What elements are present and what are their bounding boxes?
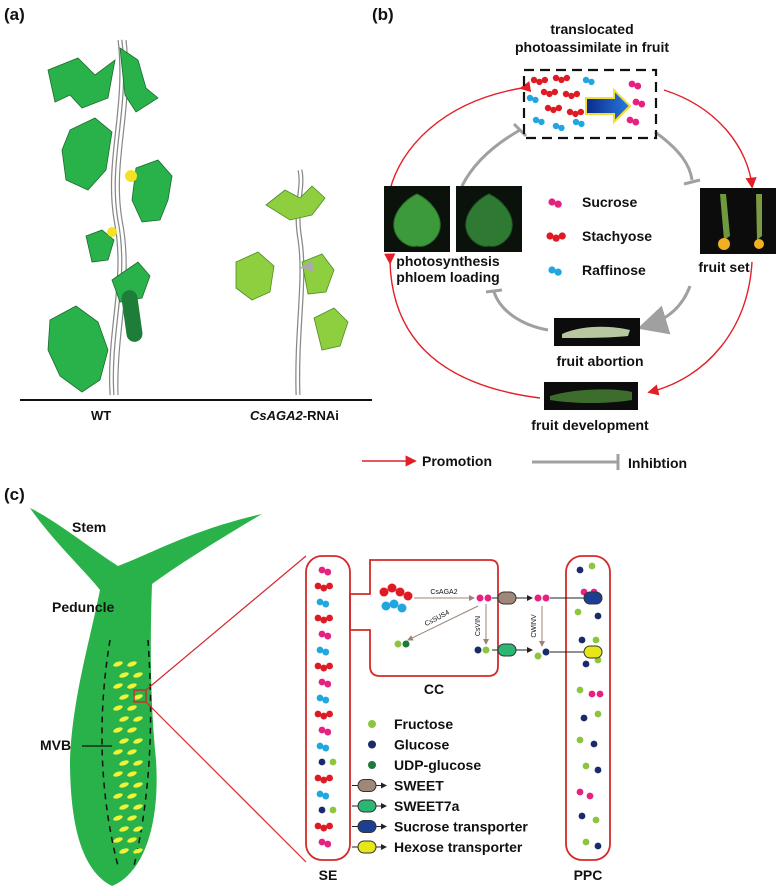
legend-label: Sucrose [582, 194, 637, 210]
inhibition-arrow-fruitset-abortion [637, 285, 692, 335]
legend-label: Raffinose [582, 262, 646, 278]
csaga2-label: CsAGA2 [430, 589, 457, 596]
rnai-suffix-label: -RNAi [303, 408, 339, 423]
legend-item-udp-glucose: UDP-glucose [368, 757, 481, 773]
rnai-gene-label: CsAGA2 [250, 408, 304, 423]
promotion-arrow-top-left [389, 81, 532, 191]
translocated-title-line1: translocated [550, 21, 633, 37]
cc-sugars [379, 583, 413, 613]
ppc-cell [565, 555, 611, 861]
hexose-transporter [583, 645, 603, 659]
inhibition-key-label: Inhibtion [628, 455, 687, 471]
sucrose-transporter [583, 591, 603, 605]
legend-label: Glucose [394, 737, 449, 753]
legend-label: UDP-glucose [394, 757, 481, 773]
sweet7a-transporter [497, 643, 517, 657]
inhibition-arrow-abortion-loading [492, 291, 549, 332]
fruit-set-label: fruit set [698, 259, 750, 275]
legend-item-sucrose: Sucrose [548, 194, 637, 210]
inhibition-arrow-top-left [460, 128, 521, 187]
peduncle-label: Peduncle [52, 599, 114, 615]
wt-plant [47, 39, 173, 396]
cssus4-arrow [407, 605, 479, 641]
ppc-label: PPC [574, 867, 603, 883]
phloem-loading-label: phloem loading [396, 269, 499, 285]
promotion-arrow-bottom-right [647, 261, 753, 396]
legend-item-sucrose-transporter: Sucrose transporter [352, 819, 528, 835]
legend-item-sweet: SWEET [352, 778, 444, 794]
legend-item-glucose: Glucose [368, 737, 449, 753]
legend-item-stachyose: Stachyose [546, 228, 652, 244]
photoassimilate-box [522, 68, 658, 140]
se-label: SE [319, 867, 338, 883]
promotion-arrow-bottom-left [384, 253, 541, 399]
panel-b-label: (b) [372, 5, 394, 24]
se-cell [305, 555, 351, 861]
wt-label: WT [91, 408, 111, 423]
csvin-label: CsVIN [475, 616, 482, 636]
seeds [113, 661, 143, 854]
panel-b: (b) translocated photoassimilate in frui… [362, 5, 776, 471]
photosynthesis-label: photosynthesis [396, 253, 500, 269]
fruit-development-label: fruit development [531, 417, 649, 433]
ppc-molecules [574, 562, 604, 850]
panel-c-label: (c) [4, 485, 25, 504]
rnai-label: CsAGA2-RNAi [250, 408, 339, 423]
legend-label: SWEET7a [394, 798, 460, 814]
cwinv-label: CWINV [531, 614, 538, 638]
legend-item-raffinose: Raffinose [548, 262, 646, 278]
panel-a-label: (a) [4, 5, 25, 24]
panel-c: (c) Stem Peduncle MVB CsAGA2 CsSUS4 [4, 485, 611, 886]
inhibition-arrow-top-right [654, 130, 694, 181]
promotion-key-label: Promotion [422, 453, 492, 469]
legend-item-fructose: Fructose [368, 716, 453, 732]
cc-cell [349, 559, 499, 677]
legend-label: Fructose [394, 716, 453, 732]
legend-item-sweet7a: SWEET7a [352, 798, 460, 814]
rnai-plant [235, 169, 349, 396]
translocated-title-line2: photoassimilate in fruit [515, 39, 669, 55]
legend-label: Hexose transporter [394, 839, 523, 855]
sweet-transporter [497, 591, 517, 605]
stem-label: Stem [72, 519, 106, 535]
legend-label: Sucrose transporter [394, 819, 528, 835]
legend-label: SWEET [394, 778, 444, 794]
fruit-abortion-label: fruit abortion [556, 353, 643, 369]
legend-item-hexose-transporter: Hexose transporter [352, 839, 523, 855]
mvb-label: MVB [40, 737, 71, 753]
legend-label: Stachyose [582, 228, 652, 244]
se-molecules [314, 566, 337, 848]
promotion-arrow-top-right [663, 89, 757, 189]
panel-a: (a) [4, 5, 372, 423]
cc-label: CC [424, 681, 444, 697]
zoom-box [133, 689, 147, 703]
box-molecules [526, 74, 646, 132]
conversion-arrow [585, 87, 632, 125]
